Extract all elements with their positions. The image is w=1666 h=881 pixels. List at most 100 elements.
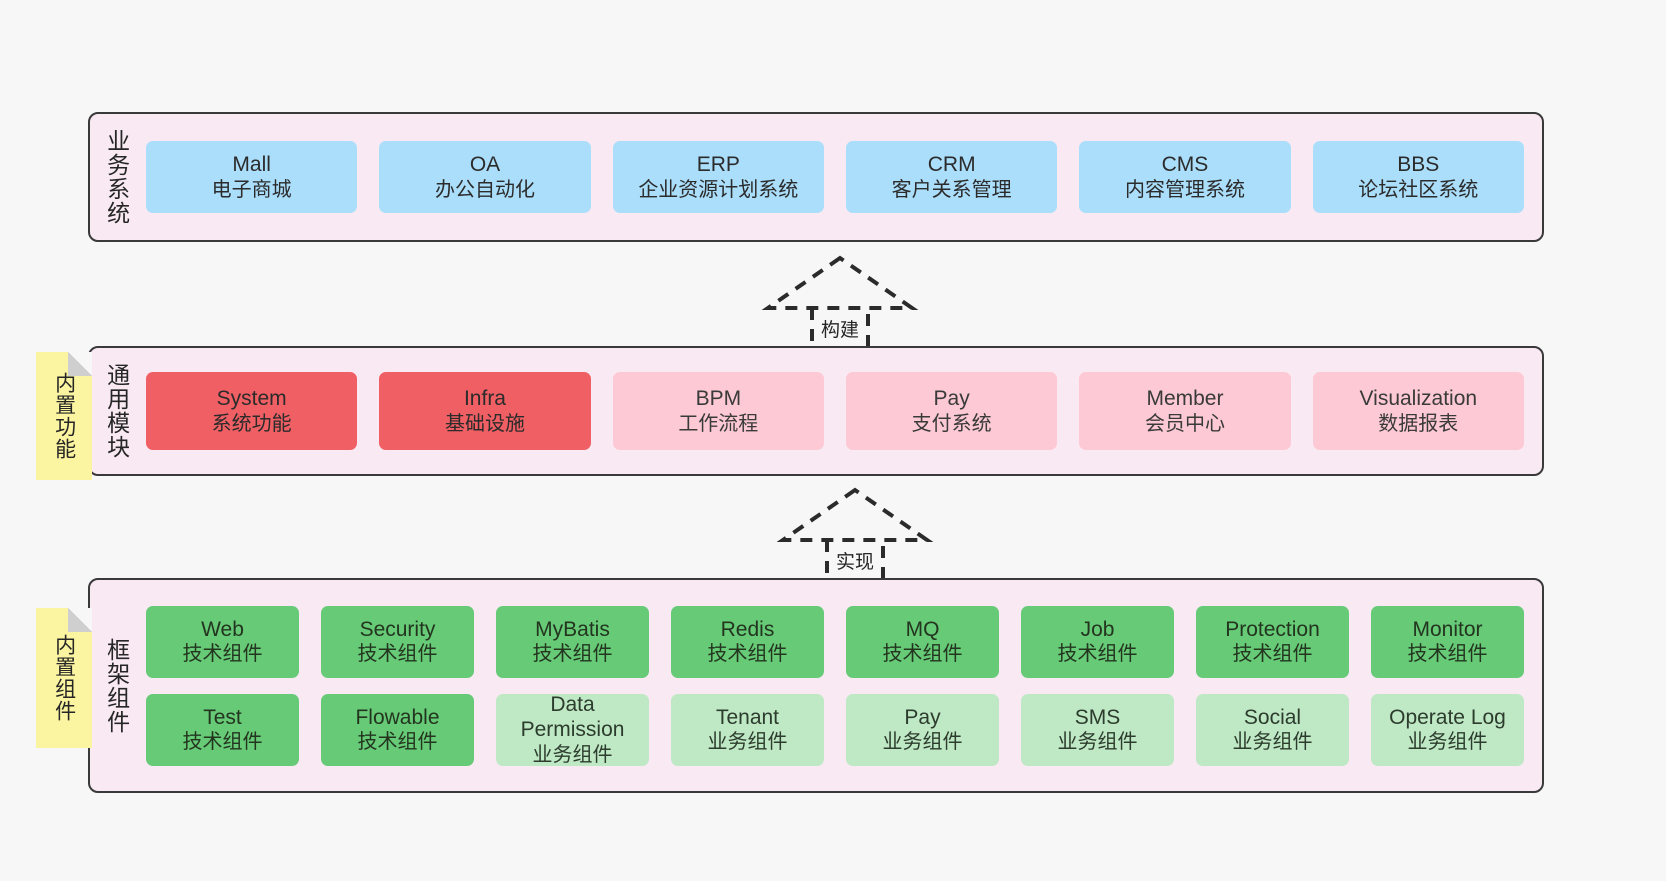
card-visualization[interactable]: Visualization 数据报表: [1312, 372, 1524, 450]
connector-build: 构建: [760, 254, 920, 354]
card-subtitle: 技术组件: [707, 643, 788, 666]
panel-common-modules: 通用模块 System 系统功能 Infra 基础设施 BPM 工作流程 Pay…: [88, 346, 1544, 476]
card-subtitle: 论坛社区系统: [1358, 178, 1479, 201]
card-security[interactable]: Security 技术组件: [321, 605, 474, 678]
card-subtitle: 业务组件: [707, 731, 788, 754]
card-title: SMS: [1074, 705, 1121, 729]
card-subtitle: 技术组件: [357, 731, 438, 754]
card-row: System 系统功能 Infra 基础设施 BPM 工作流程 Pay 支付系统…: [146, 372, 1524, 450]
card-subtitle: 办公自动化: [434, 178, 535, 201]
panel-title-framework-components: 框架组件: [103, 637, 130, 734]
card-title: Flowable: [355, 705, 440, 729]
card-subtitle: 技术组件: [1057, 643, 1138, 666]
card-pay[interactable]: Pay 支付系统: [845, 372, 1058, 450]
card-title: Pay: [933, 387, 970, 410]
card-bpm[interactable]: BPM 工作流程: [612, 372, 824, 450]
card-title: Protection: [1225, 617, 1320, 641]
connector-label: 构建: [820, 320, 859, 341]
card-web[interactable]: Web 技术组件: [146, 605, 299, 678]
card-subtitle: 会员中心: [1144, 412, 1225, 435]
card-subtitle: 业务组件: [532, 743, 613, 766]
card-test[interactable]: Test 技术组件: [146, 693, 299, 766]
sticky-note-builtin-components: 内置组件: [36, 608, 92, 748]
card-tenant[interactable]: Tenant 业务组件: [671, 693, 824, 766]
sticky-note-label: 内置功能: [52, 372, 76, 460]
card-title: BBS: [1397, 153, 1440, 176]
card-title: MQ: [905, 617, 940, 641]
card-title: CRM: [927, 153, 976, 176]
panel-framework-components: 框架组件 Web 技术组件 Security 技术组件 MyBatis 技术组件…: [88, 578, 1544, 793]
card-infra[interactable]: Infra 基础设施: [379, 372, 591, 450]
card-row: Web 技术组件 Security 技术组件 MyBatis 技术组件 Redi…: [146, 605, 1524, 678]
card-subtitle: 基础设施: [444, 412, 525, 435]
card-subtitle: 技术组件: [532, 643, 613, 666]
card-mybatis[interactable]: MyBatis 技术组件: [496, 605, 649, 678]
card-sms[interactable]: SMS 业务组件: [1021, 693, 1174, 766]
card-title: Member: [1146, 387, 1224, 410]
card-title: Security: [359, 617, 436, 641]
card-operate-log[interactable]: Operate Log 业务组件: [1371, 693, 1524, 766]
card-title: Social: [1243, 705, 1302, 729]
card-subtitle: 业务组件: [1057, 731, 1138, 754]
card-subtitle: 技术组件: [182, 731, 263, 754]
card-subtitle: 支付系统: [911, 412, 992, 435]
card-subtitle: 客户关系管理: [891, 178, 1012, 201]
card-subtitle: 技术组件: [1407, 643, 1488, 666]
card-title: Test: [203, 705, 242, 729]
card-monitor[interactable]: Monitor 技术组件: [1371, 605, 1524, 678]
card-title: Visualization: [1359, 387, 1478, 410]
card-subtitle: 技术组件: [357, 643, 438, 666]
card-social[interactable]: Social 业务组件: [1196, 693, 1349, 766]
card-subtitle: 业务组件: [1407, 731, 1488, 754]
card-subtitle: 企业资源计划系统: [638, 178, 799, 201]
card-subtitle: 技术组件: [1232, 643, 1313, 666]
card-subtitle: 工作流程: [678, 412, 759, 435]
card-cms[interactable]: CMS 内容管理系统: [1079, 141, 1291, 213]
card-title: MyBatis: [535, 617, 610, 641]
card-subtitle: 业务组件: [882, 731, 963, 754]
card-title: Mall: [232, 153, 271, 176]
card-flowable[interactable]: Flowable 技术组件: [321, 693, 474, 766]
card-title: System: [216, 387, 287, 410]
card-protection[interactable]: Protection 技术组件: [1196, 605, 1349, 678]
card-subtitle: 业务组件: [1232, 731, 1313, 754]
card-title: BPM: [695, 387, 742, 410]
connector-label: 实现: [835, 552, 874, 573]
card-row: Test 技术组件 Flowable 技术组件 Data Permission …: [146, 692, 1524, 766]
card-subtitle: 内容管理系统: [1124, 178, 1245, 201]
card-bbs[interactable]: BBS 论坛社区系统: [1312, 141, 1524, 213]
card-title: OA: [469, 153, 501, 176]
card-title: Tenant: [715, 705, 780, 729]
card-crm[interactable]: CRM 客户关系管理: [845, 141, 1058, 213]
card-redis[interactable]: Redis 技术组件: [671, 605, 824, 678]
card-erp[interactable]: ERP 企业资源计划系统: [612, 141, 824, 213]
card-title: Job: [1080, 617, 1115, 641]
panel-title-common-modules: 通用模块: [103, 363, 130, 459]
sticky-note-builtin-functions: 内置功能: [36, 352, 92, 480]
generalization-triangle-icon: [761, 255, 919, 310]
card-title: Pay: [904, 705, 941, 729]
card-title: Web: [201, 617, 244, 641]
card-title: Infra: [463, 387, 506, 410]
card-subtitle: 技术组件: [182, 643, 263, 666]
card-title: Operate Log: [1389, 705, 1506, 729]
panel-body-common-modules: System 系统功能 Infra 基础设施 BPM 工作流程 Pay 支付系统…: [142, 348, 1542, 474]
card-title: Redis: [720, 617, 775, 641]
card-subtitle: 数据报表: [1378, 412, 1459, 435]
panel-body-business-system: Mall 电子商城 OA 办公自动化 ERP 企业资源计划系统 CRM 客户关系…: [142, 114, 1542, 240]
card-system[interactable]: System 系统功能: [146, 372, 358, 450]
connector-realize: 实现: [775, 486, 935, 586]
card-data-permission[interactable]: Data Permission 业务组件: [496, 692, 649, 766]
card-job[interactable]: Job 技术组件: [1021, 605, 1174, 678]
card-member[interactable]: Member 会员中心: [1079, 372, 1291, 450]
card-title: Data Permission: [520, 692, 625, 742]
panel-business-system: 业务系统 Mall 电子商城 OA 办公自动化 ERP 企业资源计划系统 CRM…: [88, 112, 1544, 242]
card-subtitle: 电子商城: [211, 178, 292, 201]
card-pay-business[interactable]: Pay 业务组件: [846, 693, 999, 766]
card-subtitle: 技术组件: [882, 643, 963, 666]
card-oa[interactable]: OA 办公自动化: [379, 141, 591, 213]
card-mall[interactable]: Mall 电子商城: [146, 141, 358, 213]
sticky-note-label: 内置组件: [52, 634, 76, 722]
card-mq[interactable]: MQ 技术组件: [846, 605, 999, 678]
panel-body-framework-components: Web 技术组件 Security 技术组件 MyBatis 技术组件 Redi…: [142, 580, 1542, 791]
